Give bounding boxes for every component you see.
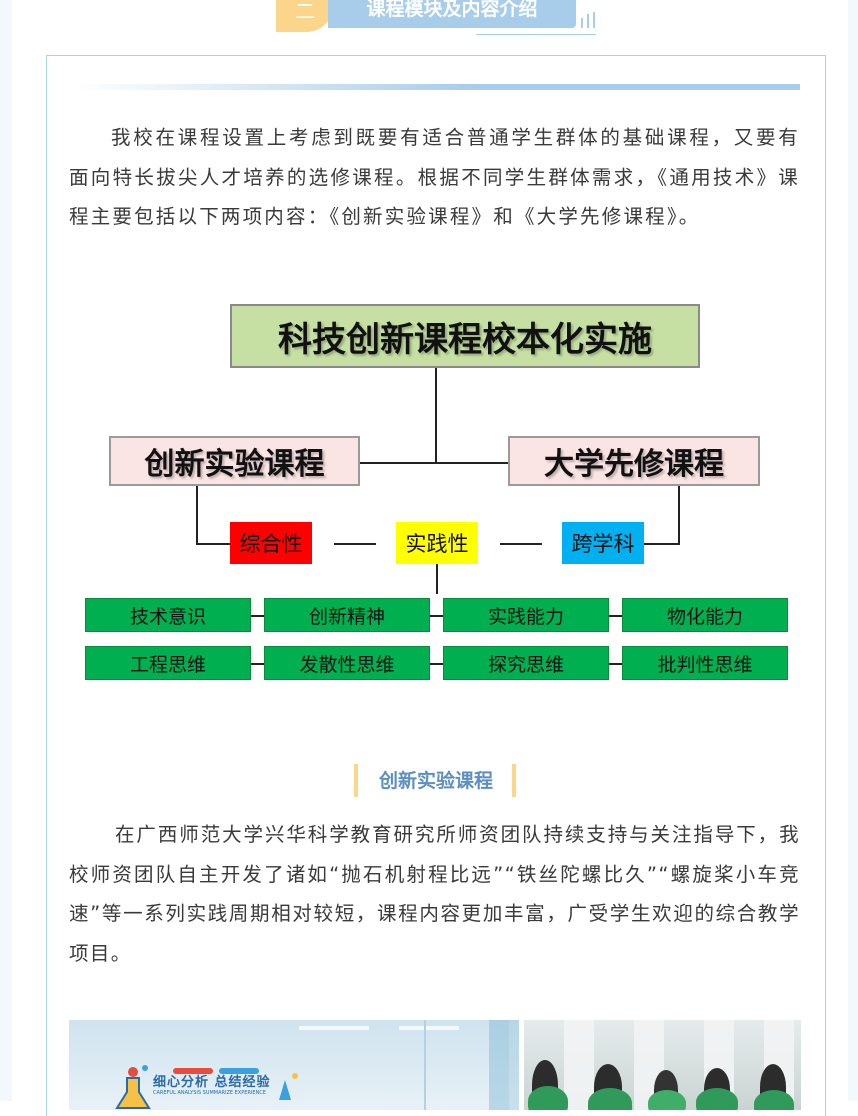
classroom-photo-left: 细心分析 总结经验 CAREFUL ANALYSIS SUMMARIZE EXP…	[69, 1020, 519, 1110]
diagram-branch-left: 创新实验课程	[109, 436, 360, 486]
dash-skill-r1-1	[251, 615, 264, 617]
subsection-title: 创新实验课程	[378, 770, 493, 792]
section-paragraph: 在广西师范大学兴华科学教育研究所师资团队持续支持与关注指导下，我校师资团队自主开…	[69, 823, 800, 965]
section-title: 课程模块及内容介绍	[328, 0, 576, 28]
decorative-bars-icon	[579, 12, 599, 28]
student	[528, 1086, 568, 1110]
skill-box: 实践能力	[443, 598, 609, 632]
connector-branch-horizontal	[360, 462, 508, 464]
skill-box: 物化能力	[622, 598, 788, 632]
skill-box: 创新精神	[264, 598, 430, 632]
header-underline	[476, 34, 596, 35]
connector-top-vertical	[435, 368, 437, 462]
student	[588, 1088, 632, 1110]
diagram-top-box: 科技创新课程校本化实施	[230, 304, 700, 368]
wall-divider	[424, 1020, 426, 1110]
skill-box: 批判性思维	[622, 646, 788, 680]
skill-box: 发散性思维	[264, 646, 430, 680]
skill-box: 工程思维	[85, 646, 251, 680]
section-number: 二	[276, 0, 334, 32]
classroom-photo-right	[524, 1020, 801, 1110]
dash-skill-r1-2	[430, 615, 443, 617]
connector-right-down	[678, 486, 680, 544]
gradient-divider	[74, 84, 800, 90]
subsection-heading: 创新实验课程	[354, 764, 518, 798]
dash-skill-r2-2	[430, 663, 443, 665]
skill-box: 探究思维	[443, 646, 609, 680]
section-header: 二 课程模块及内容介绍	[276, 0, 596, 38]
trait-practical: 实践性	[396, 522, 478, 564]
course-structure-diagram: 科技创新课程校本化实施 创新实验课程 大学先修课程 综合性 实践性 跨学科 技术…	[78, 296, 798, 696]
dash-trait-1	[334, 543, 376, 545]
connector-trait-to-right	[644, 543, 680, 545]
heading-left-bar	[354, 764, 358, 797]
heading-right-bar	[512, 764, 516, 797]
trait-comprehensive: 综合性	[230, 522, 312, 564]
diagram-branch-right: 大学先修课程	[508, 436, 760, 486]
intro-paragraph: 我校在课程设置上考虑到既要有适合普通学生群体的基础课程，又要有面向特长拔尖人才培…	[69, 126, 800, 228]
connector-left-to-trait	[196, 543, 230, 545]
dash-skill-r1-3	[609, 615, 622, 617]
dash-skill-r2-3	[609, 663, 622, 665]
wall-slogan-english: CAREFUL ANALYSIS SUMMARIZE EXPERIENCE	[153, 1090, 266, 1096]
student	[648, 1090, 686, 1110]
trait-interdisciplinary: 跨学科	[562, 522, 644, 564]
connector-trait-to-skills	[436, 564, 438, 594]
skill-box: 技术意识	[85, 598, 251, 632]
dash-skill-r2-1	[251, 663, 264, 665]
wall-slogan: 细心分析 总结经验	[153, 1075, 271, 1090]
student	[696, 1088, 738, 1110]
dash-trait-2	[500, 543, 542, 545]
connector-left-down	[196, 486, 198, 544]
